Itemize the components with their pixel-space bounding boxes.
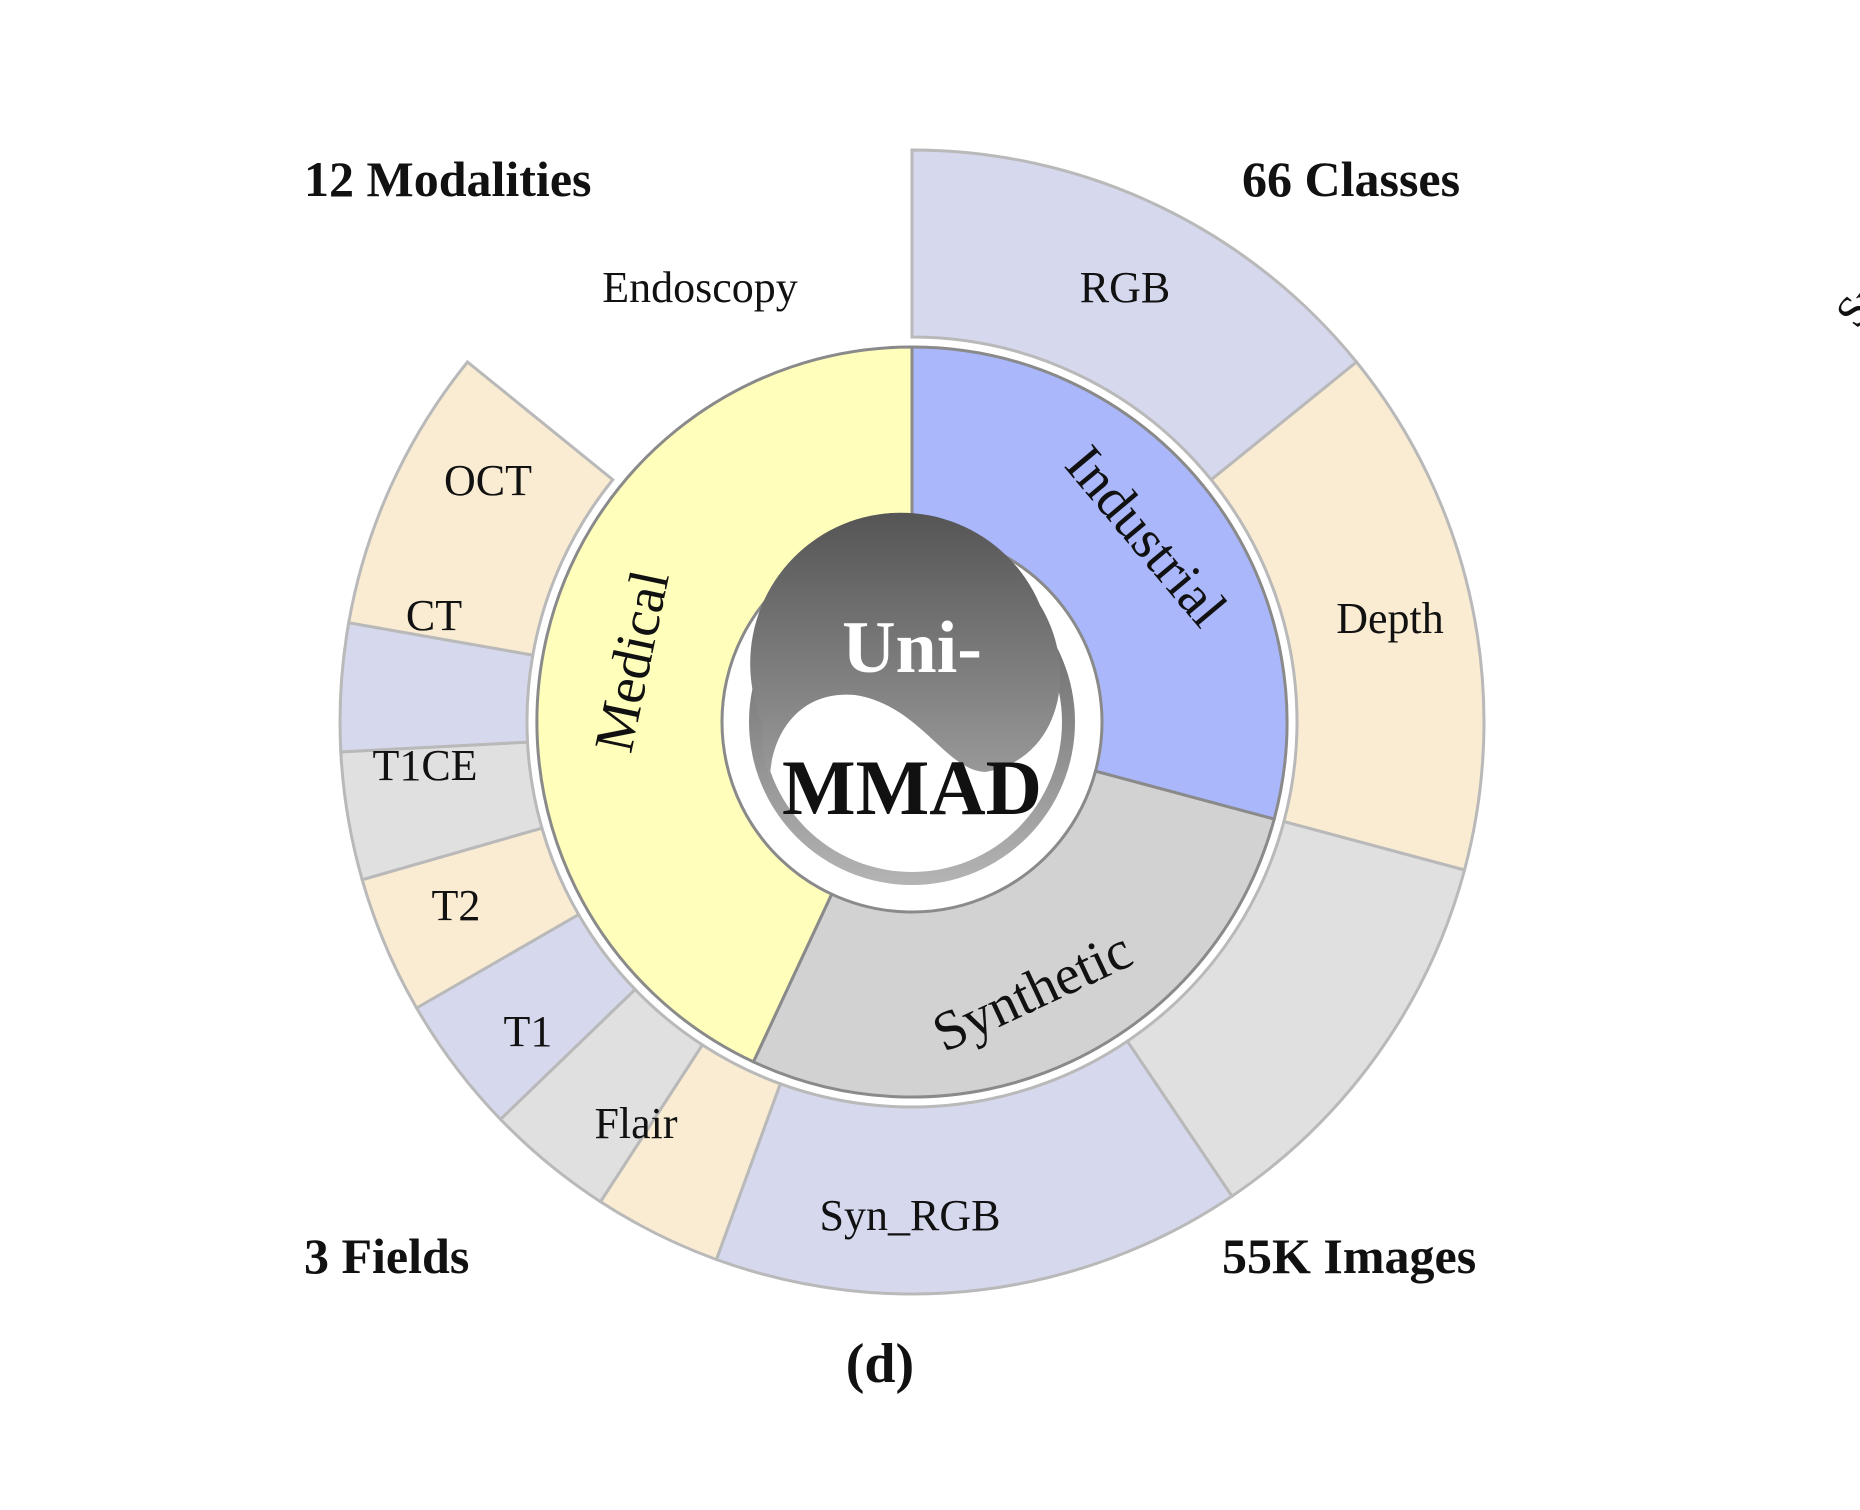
modality-label-depth: Depth (1336, 594, 1444, 643)
stat-fields: 3 Fields (304, 1228, 469, 1284)
modality-ring (338, 148, 1486, 1296)
figure-label: (d) (846, 1333, 914, 1395)
modality-label-syn-depth: Syn_Depth (1826, 150, 1860, 336)
modality-label-rgb: RGB (1080, 263, 1170, 312)
modality-label-oct: OCT (444, 456, 532, 505)
modality-label-flair: Flair (594, 1099, 677, 1148)
segment-medical (535, 345, 914, 1064)
segment-industrial (910, 345, 1289, 821)
modality-label-t1ce: T1CE (372, 741, 477, 790)
stat-images: 55K Images (1222, 1228, 1476, 1284)
modality-label-ct: CT (406, 591, 462, 640)
center-logo: Uni- MMAD (737, 512, 1087, 897)
stat-classes: 66 Classes (1242, 151, 1460, 207)
modality-label-t2: T2 (432, 881, 481, 930)
segment-syn-rgb (714, 1039, 1234, 1296)
segment-endoscopy (346, 359, 615, 657)
segment-synthetic (751, 769, 1277, 1099)
modality-label-t1: T1 (504, 1007, 553, 1056)
segment-depth (1209, 359, 1486, 872)
emblem-dark-swirl (750, 512, 1061, 780)
center-title-line2: MMAD (782, 744, 1042, 831)
stat-modalities: 12 Modalities (304, 151, 591, 207)
modality-label-syn-rgb: Syn_RGB (820, 1191, 1001, 1240)
field-ring (535, 345, 1289, 1099)
segment-rgb (910, 148, 1359, 482)
center-title-line1: Uni- (842, 607, 982, 689)
modality-label-endoscopy: Endoscopy (602, 263, 798, 312)
